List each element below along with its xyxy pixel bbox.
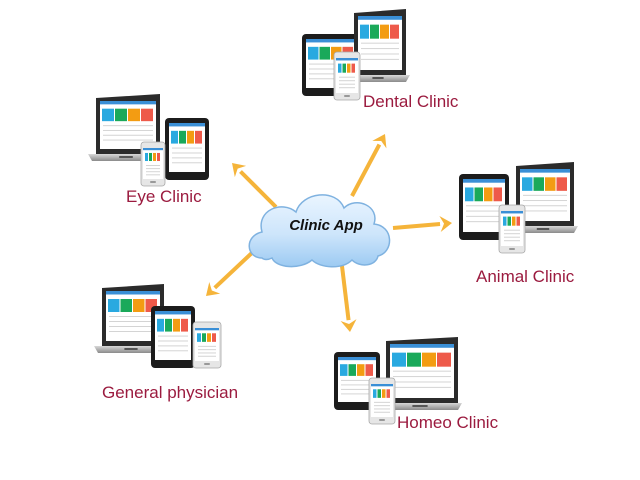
device-group-eye — [88, 94, 209, 187]
device-group-homeo — [334, 337, 462, 425]
node-label-homeo: Homeo Clinic — [397, 413, 499, 432]
arrow-to-eye — [232, 163, 278, 209]
arrow-to-animal — [392, 216, 452, 232]
node-label-animal: Animal Clinic — [476, 267, 575, 286]
arrow-to-dental — [350, 134, 387, 197]
device-group-general — [94, 284, 222, 369]
phone-icon — [333, 51, 361, 101]
node-label-general: General physician — [102, 383, 239, 402]
cloud-icon — [248, 194, 391, 268]
laptop-icon — [346, 9, 410, 82]
device-group-animal — [459, 162, 578, 254]
phone-icon — [368, 377, 396, 425]
phone-icon — [140, 141, 166, 187]
node-label-dental: Dental Clinic — [363, 92, 459, 111]
phone-icon — [498, 204, 526, 254]
tablet-icon — [459, 174, 509, 240]
phone-icon — [192, 321, 222, 369]
tablet-icon — [151, 306, 195, 368]
laptop-icon — [378, 337, 462, 410]
arrow-to-general — [206, 248, 257, 296]
laptop-icon — [508, 162, 578, 233]
tablet-icon — [165, 118, 209, 180]
arrow-to-homeo — [340, 265, 357, 332]
device-group-dental — [302, 9, 410, 101]
center-node-label: Clinic App — [289, 217, 363, 234]
node-label-eye: Eye Clinic — [126, 187, 202, 206]
